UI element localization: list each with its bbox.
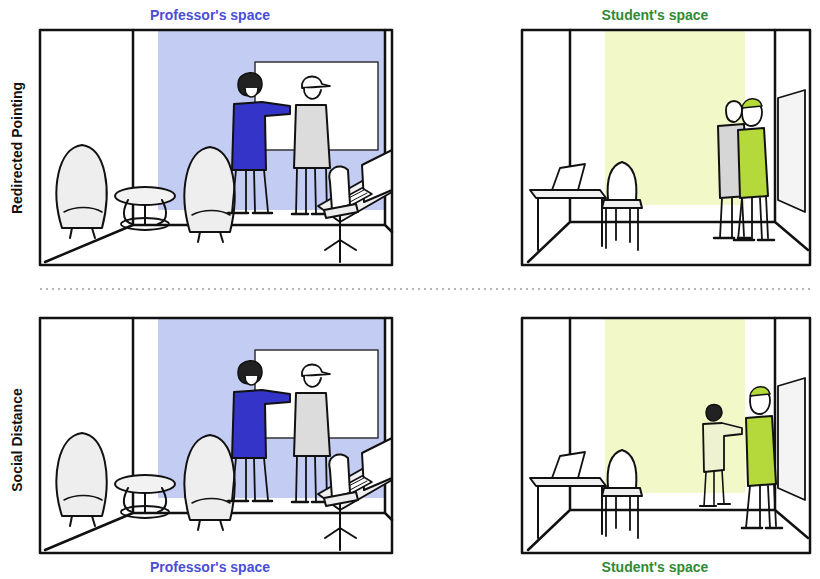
column-heading: Professor's space [150,560,270,574]
distant-professor [700,405,742,507]
column-heading: Student's space [602,560,709,574]
student-person [734,99,774,240]
student-person [742,387,782,528]
professor-room [40,318,392,553]
column-heading: Student's space [602,8,709,22]
student-room [522,318,810,553]
row-separator [40,288,812,290]
row-heading: Redirected Pointing [10,82,24,214]
student-room [522,30,810,265]
column-heading: Professor's space [150,8,270,22]
row-heading: Social Distance [10,388,24,492]
professor-room [40,30,392,265]
